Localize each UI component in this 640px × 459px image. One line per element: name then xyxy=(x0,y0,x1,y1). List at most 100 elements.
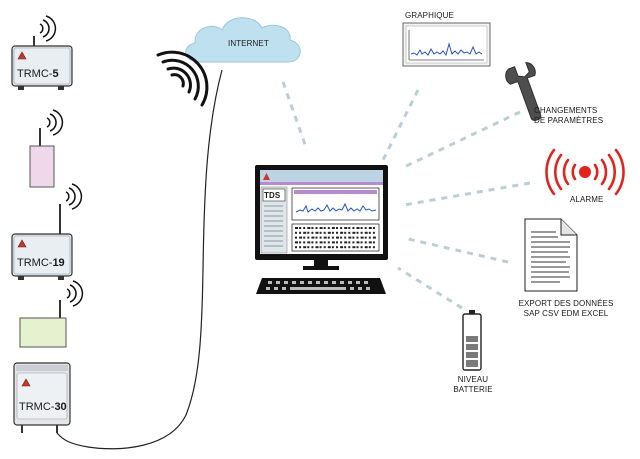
screen-table-cell xyxy=(315,227,318,229)
screen-table-cell xyxy=(299,236,303,239)
device-name: TRMC- xyxy=(17,68,53,80)
internet-signal-icon xyxy=(156,50,209,107)
computer-monitor xyxy=(255,165,388,260)
device-green-transmitter xyxy=(19,280,84,348)
screen-table-cell xyxy=(311,236,315,239)
device-name: TRMC- xyxy=(19,401,55,413)
screen-table-cell xyxy=(352,227,355,229)
signal-icon xyxy=(46,109,64,136)
screen-table-cell xyxy=(311,246,314,249)
screen-table-cell xyxy=(331,236,334,239)
screen-table-cell xyxy=(311,227,314,229)
document-icon xyxy=(524,218,578,292)
screen-table-cell xyxy=(336,246,338,249)
screen-table-cell xyxy=(319,231,322,234)
screen-table-cell xyxy=(327,227,330,229)
screen-table-cell xyxy=(303,231,307,234)
screen-table-cell xyxy=(356,231,359,234)
screen-table-cell xyxy=(303,227,306,229)
screen-table-cell xyxy=(372,227,375,229)
screen-table-cell xyxy=(303,241,306,244)
internet-label: INTERNET xyxy=(228,39,269,48)
screen-table-cell xyxy=(360,236,364,239)
screen-table-cell xyxy=(319,241,323,244)
screen-table-cell xyxy=(372,236,376,239)
screen-data-table xyxy=(291,223,380,252)
screen-table-cell xyxy=(368,231,371,234)
screen-table-cell xyxy=(299,227,302,229)
connector-battery xyxy=(397,266,463,310)
screen-table-cell xyxy=(319,246,322,249)
device-label-trmc-19: TRMC-19 xyxy=(17,257,65,269)
screen-table-cell xyxy=(352,231,356,234)
screen-table-cell xyxy=(327,246,331,249)
screen-table-cell xyxy=(360,231,363,234)
screen-table-cell xyxy=(356,227,360,229)
connector-export xyxy=(403,236,509,264)
export-label-line2: SAP CSV EDM EXCEL xyxy=(523,309,609,318)
screen-table-cell xyxy=(344,236,347,239)
screen-table-cell xyxy=(295,246,297,249)
screen-table-cell xyxy=(368,227,372,229)
screen-table-cell xyxy=(295,236,297,239)
screen-table-cell xyxy=(356,236,359,239)
screen-table-cell xyxy=(303,236,306,239)
screen-table-cell xyxy=(323,227,326,229)
device-trmc-5 xyxy=(11,15,73,90)
screen-table-cell xyxy=(344,241,348,244)
screen-table-cell xyxy=(331,241,335,244)
screen-table-cell xyxy=(299,246,302,249)
device-pink-transmitter xyxy=(29,109,64,188)
battery-label: NIVEAU BATTERIE xyxy=(450,375,496,395)
screen-table-cell xyxy=(307,236,310,239)
signal-icon xyxy=(65,183,83,210)
screen-table-cell xyxy=(364,241,367,244)
screen-table-cell xyxy=(340,241,343,244)
battery-label-line1: NIVEAU xyxy=(457,375,489,384)
device-label-trmc-30: TRMC-30 xyxy=(19,401,67,413)
screen-table-cell xyxy=(299,241,302,244)
graph-label: GRAPHIQUE xyxy=(405,11,454,20)
connector-alarm xyxy=(403,181,531,207)
screen-table-cell xyxy=(348,241,351,244)
screen-table-cell xyxy=(311,241,314,244)
screen-table-cell xyxy=(356,241,360,244)
screen-table-cell xyxy=(368,236,371,239)
software-label: TDS xyxy=(264,191,281,200)
screen-table-cell xyxy=(364,246,368,249)
export-label: EXPORT DES DONNÉES SAP CSV EDM EXCEL xyxy=(512,299,620,319)
screen-table-cell xyxy=(360,227,363,229)
device-model: 5 xyxy=(52,68,59,80)
screen-table-cell xyxy=(344,231,347,234)
screen-table-cell xyxy=(315,231,319,234)
connector-graph xyxy=(381,89,420,161)
screen-table-cell xyxy=(352,241,355,244)
screen-table-cell xyxy=(344,227,348,229)
connector-internet xyxy=(281,81,309,151)
battery-label-line2: BATTERIE xyxy=(453,385,493,394)
screen-table-cell xyxy=(340,246,344,249)
device-name: TRMC- xyxy=(17,257,53,269)
screen-table-cell xyxy=(323,246,326,249)
screen-table-cell xyxy=(372,241,375,244)
screen-table-cell xyxy=(348,236,352,239)
screen-table-cell xyxy=(372,246,375,249)
screen-table-cell xyxy=(336,241,338,244)
connector-lines xyxy=(281,81,531,310)
screen-table-cell xyxy=(348,231,351,234)
screen-table-cell xyxy=(368,241,372,244)
screen-table-cell xyxy=(295,241,298,244)
screen-table-cell xyxy=(323,236,327,239)
screen-table-cell xyxy=(327,236,330,239)
screen-table-cell xyxy=(352,246,356,249)
internet-cloud xyxy=(185,17,301,63)
screen-table-cell xyxy=(336,236,339,239)
screen-table-cell xyxy=(327,241,330,244)
screen-table-cell xyxy=(323,231,326,234)
screen-table-cell xyxy=(336,227,338,229)
settings-label: CHANGEMENTS DE PARAMÈTRES xyxy=(534,106,624,126)
screen-table-cell xyxy=(340,227,343,229)
screen-table-cell xyxy=(311,231,314,234)
